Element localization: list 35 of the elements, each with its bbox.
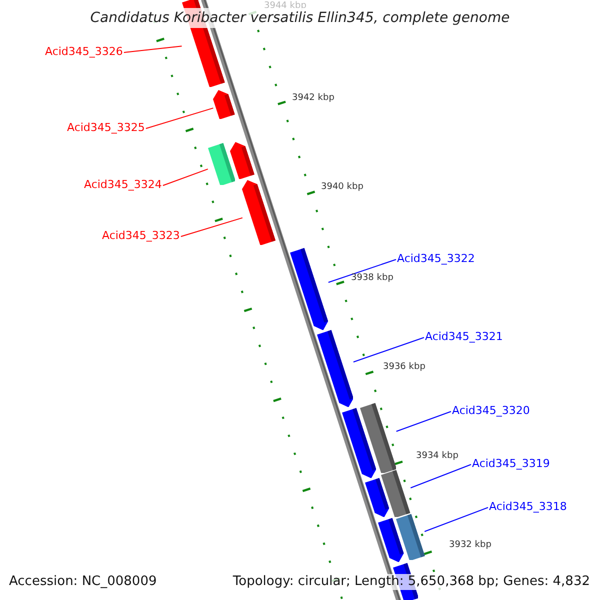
gene-block (316, 330, 354, 407)
gene-label: Acid345_3320 (452, 404, 530, 417)
scale-label: 3932 kbp (449, 540, 492, 551)
gene-label: Acid345_3321 (425, 330, 503, 343)
scale-label: 3938 kbp (351, 273, 394, 284)
gene-block (213, 90, 235, 120)
leader-line (162, 168, 208, 186)
gene-block (378, 518, 404, 562)
leader-line (180, 217, 243, 237)
leader-line (352, 337, 424, 362)
scale-label: 3942 kbp (292, 93, 334, 104)
leader-line (396, 411, 452, 432)
footer-text: Topology: circular; Length: 5,650,368 bp; Genes: 4,832 (232, 574, 590, 590)
gene-label: Acid345_3323 (102, 229, 180, 242)
gene-label: Acid345_3326 (45, 45, 123, 58)
leader-line (145, 108, 214, 129)
scale-label: 3936 kbp (383, 362, 426, 373)
gene-block (365, 478, 390, 517)
leader-line (123, 46, 182, 53)
gene-label: Acid345_3324 (84, 178, 162, 191)
gene-label: Acid345_3325 (67, 121, 145, 134)
leader-line (328, 259, 396, 283)
gene-label: Acid345_3322 (397, 252, 475, 265)
gene-block (230, 142, 254, 180)
gene-block (290, 248, 328, 330)
gene-block (342, 408, 376, 478)
footer-text: Accession: NC_008009 (9, 574, 157, 590)
scale-label: 3940 kbp (321, 182, 364, 193)
scale-label: 3934 kbp (416, 451, 458, 462)
gene-label: Acid345_3318 (489, 500, 567, 513)
gene-block (208, 142, 236, 186)
leader-line (424, 507, 488, 532)
gene-block (242, 180, 276, 246)
scale-label: 3944 kbp (264, 1, 306, 11)
gene-label: Acid345_3319 (472, 457, 550, 470)
